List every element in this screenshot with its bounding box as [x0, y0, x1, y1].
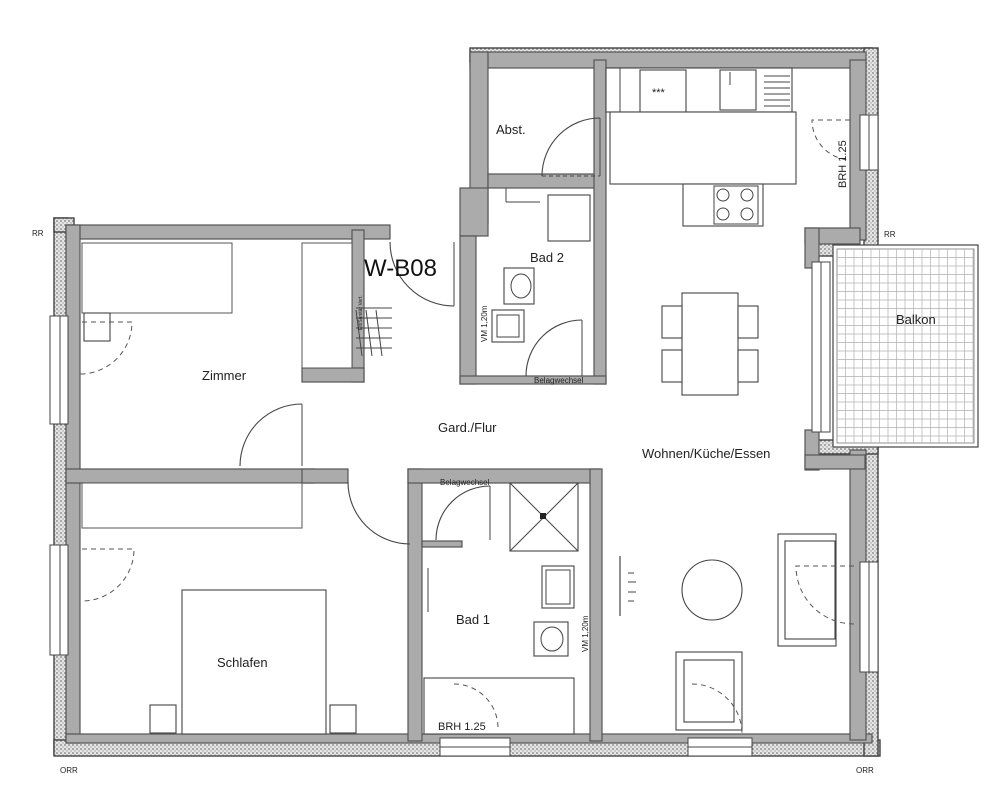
orr-marker-left: ORR — [60, 766, 78, 775]
vm-bad2-label: VM 1,20m — [480, 305, 489, 342]
belagwechsel-bad1: Belagwechsel — [440, 478, 490, 487]
dining-set — [661, 292, 759, 396]
room-label-bad1: Bad 1 — [456, 612, 490, 627]
living-furniture — [619, 533, 837, 731]
room-label-bad2: Bad 2 — [530, 250, 564, 265]
room-labels: W-B08 Abst. Bad 2 Zimmer Gard./Flur Wohn… — [32, 87, 936, 775]
room-label-gard-flur: Gard./Flur — [438, 420, 497, 435]
rr-marker-right: RR — [884, 230, 896, 239]
room-label-balkon: Balkon — [896, 312, 936, 327]
fridge-label: *** — [652, 87, 666, 99]
unit-id: W-B08 — [364, 255, 437, 282]
sink-drainer — [764, 75, 790, 107]
doors — [79, 117, 855, 735]
brh-right-label: BRH 1.25 — [837, 140, 849, 188]
belagwechsel-bad2: Belagwechsel — [534, 376, 584, 385]
balcony — [832, 244, 979, 448]
bathroom-2-fixtures — [491, 188, 591, 343]
bathroom-1-fixtures — [423, 482, 579, 735]
orr-marker-right: ORR — [856, 766, 874, 775]
rr-marker-left: RR — [32, 229, 44, 238]
room-label-zimmer: Zimmer — [202, 368, 247, 383]
balcony-tile-grid — [837, 249, 974, 443]
utility-shaft — [355, 307, 392, 357]
riser-label: Elt/Sanitär Vert. — [358, 295, 364, 330]
kitchen — [605, 67, 797, 227]
cooktop-icon — [713, 185, 759, 225]
room-label-schlafen: Schlafen — [217, 655, 268, 670]
brh-bottom-label: BRH 1.25 — [438, 721, 486, 733]
bedroom-furniture — [83, 312, 357, 735]
vm-bad1-label: VM 1,20m — [581, 615, 590, 652]
room-label-wohnen: Wohnen/Küche/Essen — [642, 446, 770, 461]
windows — [49, 114, 879, 757]
room-label-abst: Abst. — [496, 122, 526, 137]
